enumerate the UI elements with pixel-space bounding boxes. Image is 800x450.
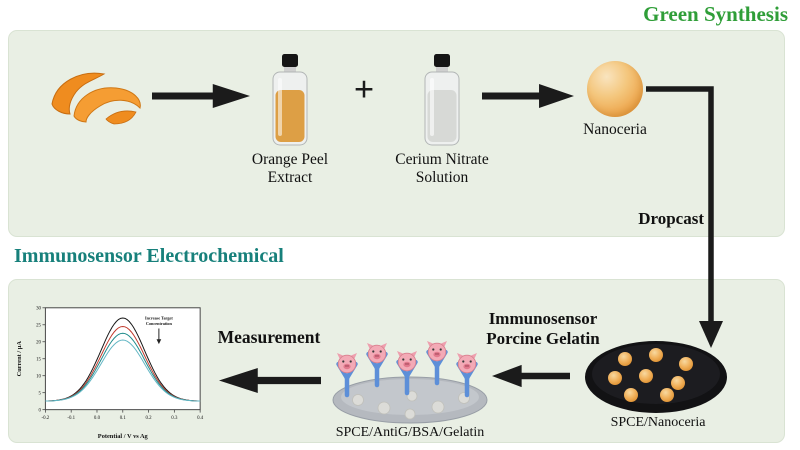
svg-text:25: 25: [36, 324, 41, 329]
nanoceria-sphere-icon: [587, 61, 643, 117]
plus-sign: +: [353, 69, 375, 109]
measurement-arrow-left: [219, 368, 321, 393]
nanoceria-label: Nanoceria: [583, 121, 647, 138]
antibody-pig-icon: [427, 341, 447, 383]
measurement-label: Measurement: [217, 327, 321, 347]
gelatin-electrode-label: SPCE/AntiG/BSA/Gelatin: [335, 425, 485, 440]
svg-text:20: 20: [36, 341, 41, 346]
svg-text:-0.2: -0.2: [42, 416, 50, 421]
immunosensor-porcine-label: Immunosensor Porcine Gelatin: [486, 309, 600, 349]
svg-text:Potential / V vs Ag: Potential / V vs Ag: [98, 433, 149, 440]
immunosensor-electrode-icon: [332, 338, 488, 424]
svg-text:0.3: 0.3: [171, 416, 178, 421]
spce-nanoceria-label: SPCE/Nanoceria: [610, 415, 706, 430]
orange-peel-icon: [51, 72, 141, 125]
arrow-left-2: [492, 364, 570, 388]
cerium-label: Cerium Nitrate Solution: [395, 151, 489, 187]
svg-text:Concentration: Concentration: [146, 321, 173, 326]
extract-label: Orange Peel Extract: [251, 151, 329, 187]
immunosensor-title: Immunosensor Electrochemical: [14, 245, 284, 267]
svg-text:0: 0: [39, 408, 42, 413]
svg-text:-0.1: -0.1: [67, 416, 75, 421]
extract-bottle-icon: [272, 54, 308, 146]
svg-text:10: 10: [36, 374, 41, 379]
arrow-right-1: [152, 84, 250, 108]
svg-text:15: 15: [36, 357, 41, 362]
svg-text:0.2: 0.2: [146, 416, 153, 421]
svg-text:30: 30: [36, 307, 41, 312]
svg-text:Current / μA: Current / μA: [16, 341, 23, 377]
svg-text:0.4: 0.4: [197, 416, 204, 421]
svg-text:5: 5: [39, 391, 42, 396]
svg-text:0.1: 0.1: [120, 416, 127, 421]
svg-text:0.0: 0.0: [94, 416, 101, 421]
spce-nanoceria-electrode-icon: [585, 341, 727, 413]
green-synthesis-title: Green Synthesis: [643, 2, 788, 26]
cerium-bottle-icon: [424, 54, 460, 146]
green-synthesis-panel: [8, 30, 785, 237]
arrow-right-2: [482, 84, 574, 108]
dpv-chart: -0.2 -0.1 0.0 0.1 0.2 0.3 0.4 0 5 10 15 20 25 30Poten…: [16, 307, 204, 441]
dropcast-label: Dropcast: [638, 209, 704, 228]
svg-text:Increase Target: Increase Target: [145, 316, 173, 321]
